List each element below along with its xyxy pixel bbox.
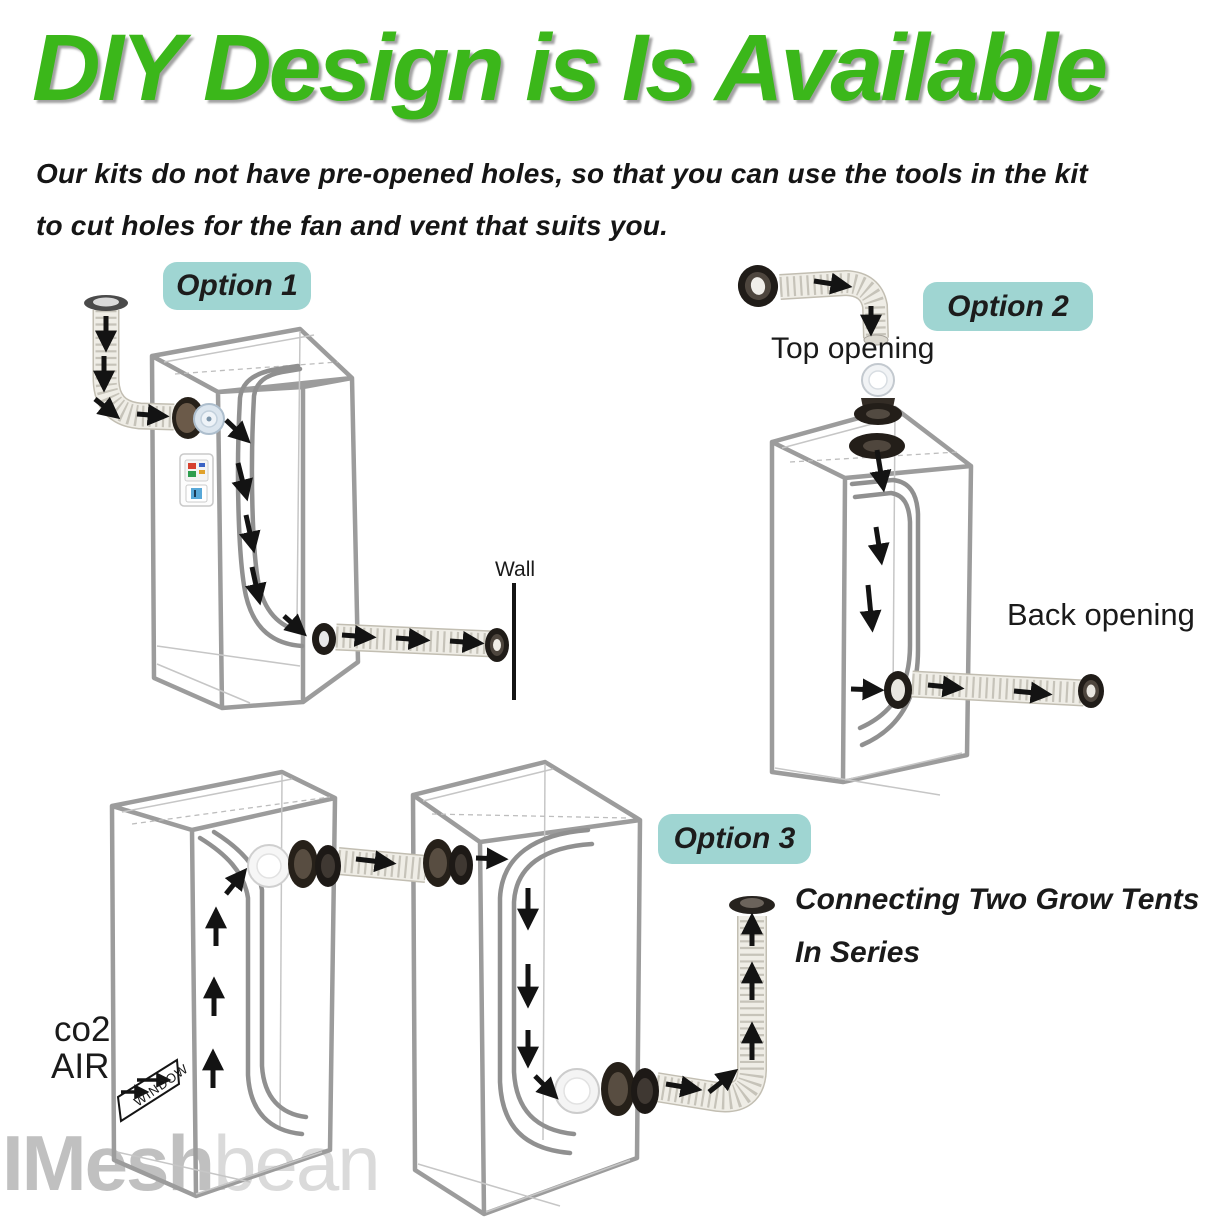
duct-flange-icon [423,839,473,887]
option1-inline-fan [172,397,225,439]
option3-connecting-duct [247,839,473,888]
co2-label: co2 [54,1010,111,1049]
option2-back-duct [884,670,1104,709]
back-opening-label: Back opening [1007,597,1195,632]
watermark-bold-part: IMesh [2,1119,215,1207]
option1-grow-tent-wireframe [149,326,361,711]
duct-flange-icon [312,623,336,655]
option1-thermostat-controller [179,453,214,507]
duct-collar-icon [84,295,128,311]
option3-right-grow-tent-wireframe [410,759,643,1217]
tent-door-curve [497,827,595,1156]
connecting-tents-label-line2: In Series [795,936,921,969]
duct-flange-icon [601,1062,659,1116]
co2-window-vent [116,1058,181,1123]
duct-flange-icon [1078,674,1104,708]
duct-flange-icon [737,265,779,307]
tent-door-curve [197,829,309,1137]
connecting-tents-label-line1: Connecting Two Grow Tents [795,883,1200,916]
option2-top-fan-and-flanges [849,363,905,459]
subtitle-line1: Our kits do not have pre-opened holes, s… [36,158,1088,189]
inline-fan-icon [554,1068,600,1114]
option2-grow-tent-wireframe [769,405,974,796]
option3-airflow-arrows [201,847,764,1100]
wall-flange-icon [485,628,509,662]
option2-badge: Option 2 [923,282,1093,331]
option3-badge: Option 3 [658,814,811,864]
option1-exhaust-duct-to-wall [312,623,509,662]
option1-airflow-arrows [92,316,485,653]
subtitle-line2: to cut holes for the fan and vent that s… [36,210,669,241]
duct-flange-icon [288,840,341,888]
page-title: DIY Design is Is Available [32,15,1108,121]
option2-airflow-arrows [813,272,1053,704]
option3-exit-duct [554,896,775,1116]
option1-badge: Option 1 [163,262,311,310]
air-label: AIR [51,1047,110,1086]
tent-door-curve [235,363,306,649]
top-opening-label: Top opening [771,332,935,365]
wall-label: Wall [495,558,536,581]
tent-door-curve [849,477,921,748]
inline-fan-icon [247,844,291,888]
option3-left-grow-tent-wireframe [109,769,338,1199]
duct-collar-icon [729,896,775,914]
duct-flange-icon [884,671,912,709]
